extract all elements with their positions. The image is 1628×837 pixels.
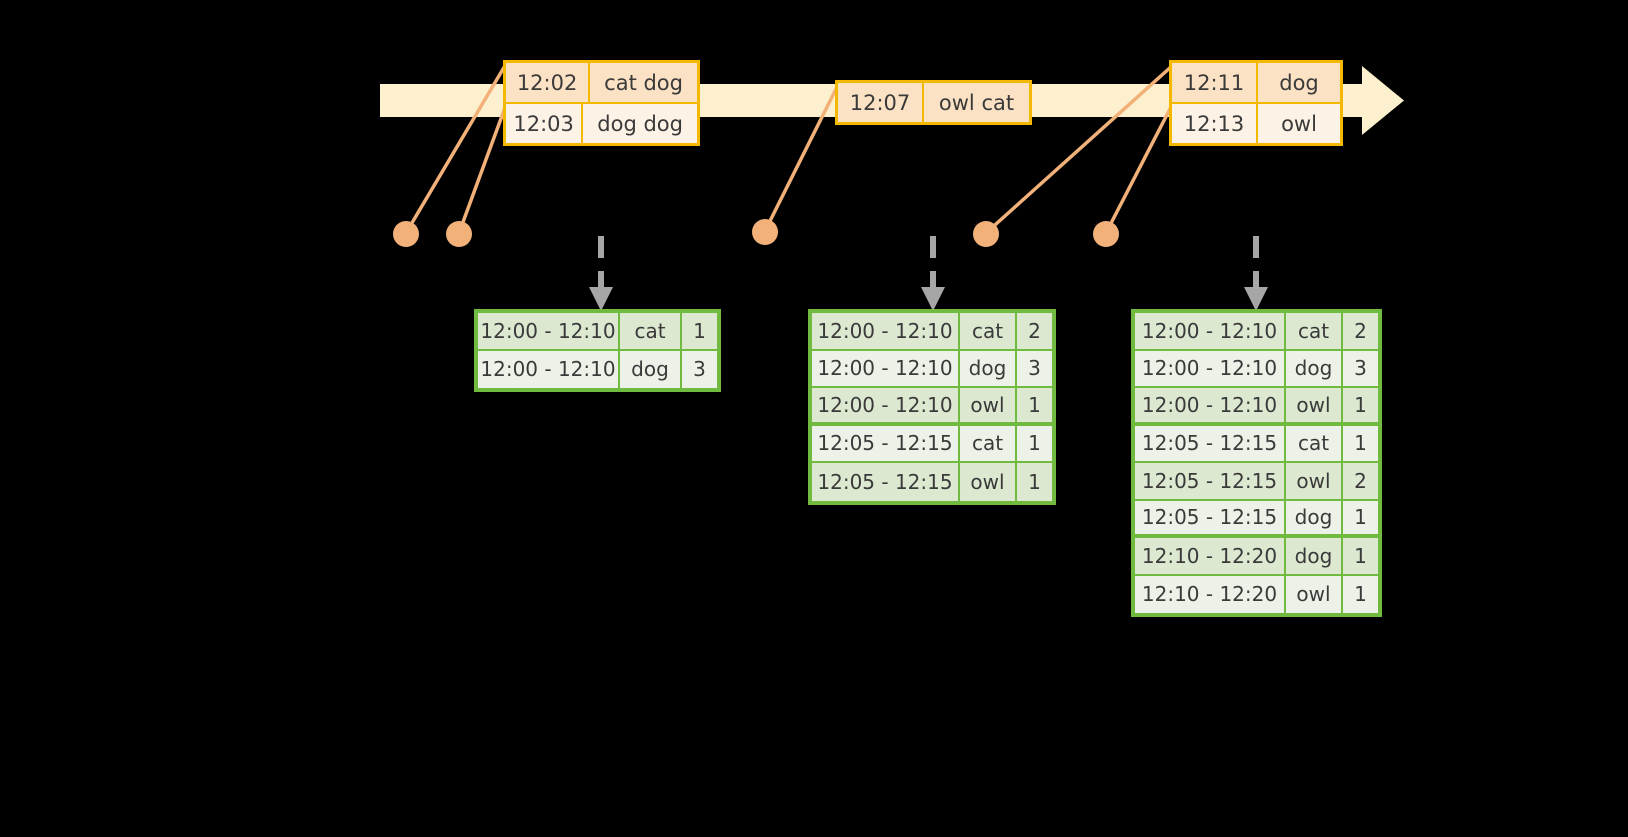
cell-key: owl <box>1286 463 1343 499</box>
event-words: dog <box>1258 63 1340 102</box>
event-group-3[interactable]: 12:11 dog 12:13 owl <box>1169 60 1343 146</box>
event-time: 12:13 <box>1172 104 1258 143</box>
emit-arrow-3 <box>1244 236 1268 311</box>
event-group-1[interactable]: 12:02 cat dog 12:03 dog dog <box>503 60 700 146</box>
cell-count: 1 <box>1017 388 1052 422</box>
table-row[interactable]: 12:05 - 12:15 owl 1 <box>812 463 1052 501</box>
cell-key: dog <box>960 350 1017 386</box>
table-row[interactable]: 12:00 - 12:10 cat 1 <box>478 313 717 351</box>
cell-count: 2 <box>1343 463 1378 499</box>
table-row[interactable]: 12:00 - 12:10 owl 1 <box>1135 388 1378 426</box>
event-row[interactable]: 12:07 owl cat <box>838 83 1029 122</box>
cell-count: 1 <box>1017 463 1052 501</box>
cell-key: dog <box>620 350 682 388</box>
result-table-2[interactable]: 12:00 - 12:10 cat 2 12:00 - 12:10 dog 3 … <box>808 309 1056 505</box>
cell-key: cat <box>1286 425 1343 461</box>
event-row[interactable]: 12:11 dog <box>1172 63 1340 102</box>
emit-arrow-2 <box>921 236 945 311</box>
event-words: cat dog <box>590 63 697 102</box>
cell-window: 12:00 - 12:10 <box>812 313 960 349</box>
cell-window: 12:10 - 12:20 <box>1135 575 1286 613</box>
cell-count: 2 <box>1017 313 1052 349</box>
table-row[interactable]: 12:05 - 12:15 cat 1 <box>1135 425 1378 463</box>
event-words: owl cat <box>924 83 1029 122</box>
table-row[interactable]: 12:00 - 12:10 owl 1 <box>812 388 1052 426</box>
table-row[interactable]: 12:10 - 12:20 owl 1 <box>1135 575 1378 613</box>
cell-window: 12:00 - 12:10 <box>478 313 620 349</box>
connector-dot-2 <box>446 221 472 247</box>
event-row[interactable]: 12:03 dog dog <box>506 102 697 143</box>
cell-key: owl <box>960 463 1017 501</box>
cell-window: 12:10 - 12:20 <box>1135 538 1286 574</box>
connector-dot-4 <box>973 221 999 247</box>
table-row[interactable]: 12:00 - 12:10 dog 3 <box>478 350 717 388</box>
cell-window: 12:00 - 12:10 <box>812 388 960 422</box>
cell-window: 12:00 - 12:10 <box>1135 313 1286 349</box>
cell-key: cat <box>1286 313 1343 349</box>
cell-count: 3 <box>1343 350 1378 386</box>
cell-count: 2 <box>1343 313 1378 349</box>
cell-key: owl <box>1286 388 1343 422</box>
table-row[interactable]: 12:00 - 12:10 dog 3 <box>1135 350 1378 388</box>
event-time: 12:11 <box>1172 63 1258 102</box>
cell-window: 12:05 - 12:15 <box>812 463 960 501</box>
cell-count: 3 <box>682 350 717 388</box>
event-time: 12:03 <box>506 104 584 143</box>
cell-window: 12:05 - 12:15 <box>1135 425 1286 461</box>
cell-count: 1 <box>682 313 717 349</box>
event-words: owl <box>1258 104 1340 143</box>
cell-key: cat <box>960 425 1017 461</box>
cell-window: 12:00 - 12:10 <box>478 350 620 388</box>
cell-key: dog <box>1286 350 1343 386</box>
connector-dot-1 <box>393 221 419 247</box>
event-connector-dots <box>393 219 1119 247</box>
event-words: dog dog <box>583 104 697 143</box>
cell-key: cat <box>620 313 682 349</box>
table-row[interactable]: 12:00 - 12:10 cat 2 <box>812 313 1052 351</box>
connector-dot-5 <box>1093 221 1119 247</box>
cell-count: 1 <box>1343 575 1378 613</box>
result-table-1[interactable]: 12:00 - 12:10 cat 1 12:00 - 12:10 dog 3 <box>474 309 721 392</box>
table-row[interactable]: 12:10 - 12:20 dog 1 <box>1135 538 1378 576</box>
emit-arrow-1 <box>589 236 613 311</box>
table-row[interactable]: 12:00 - 12:10 cat 2 <box>1135 313 1378 351</box>
cell-window: 12:05 - 12:15 <box>1135 500 1286 534</box>
cell-key: cat <box>960 313 1017 349</box>
cell-window: 12:00 - 12:10 <box>812 350 960 386</box>
cell-key: dog <box>1286 538 1343 574</box>
cell-count: 1 <box>1343 538 1378 574</box>
table-row[interactable]: 12:05 - 12:15 owl 2 <box>1135 463 1378 501</box>
cell-count: 1 <box>1017 425 1052 461</box>
cell-window: 12:05 - 12:15 <box>812 425 960 461</box>
event-row[interactable]: 12:02 cat dog <box>506 63 697 102</box>
event-time: 12:02 <box>506 63 591 102</box>
event-row[interactable]: 12:13 owl <box>1172 102 1340 143</box>
cell-key: owl <box>960 388 1017 422</box>
table-row[interactable]: 12:05 - 12:15 cat 1 <box>812 425 1052 463</box>
event-group-2[interactable]: 12:07 owl cat <box>835 80 1032 125</box>
cell-window: 12:00 - 12:10 <box>1135 350 1286 386</box>
result-table-3[interactable]: 12:00 - 12:10 cat 2 12:00 - 12:10 dog 3 … <box>1131 309 1382 617</box>
cell-key: dog <box>1286 500 1343 534</box>
cell-count: 3 <box>1017 350 1052 386</box>
table-row[interactable]: 12:05 - 12:15 dog 1 <box>1135 500 1378 538</box>
cell-key: owl <box>1286 575 1343 613</box>
event-time: 12:07 <box>838 83 924 122</box>
connector-dot-3 <box>752 219 778 245</box>
cell-count: 1 <box>1343 425 1378 461</box>
table-row[interactable]: 12:00 - 12:10 dog 3 <box>812 350 1052 388</box>
cell-window: 12:00 - 12:10 <box>1135 388 1286 422</box>
cell-window: 12:05 - 12:15 <box>1135 463 1286 499</box>
emit-arrows <box>589 236 1268 311</box>
cell-count: 1 <box>1343 388 1378 422</box>
cell-count: 1 <box>1343 500 1378 534</box>
